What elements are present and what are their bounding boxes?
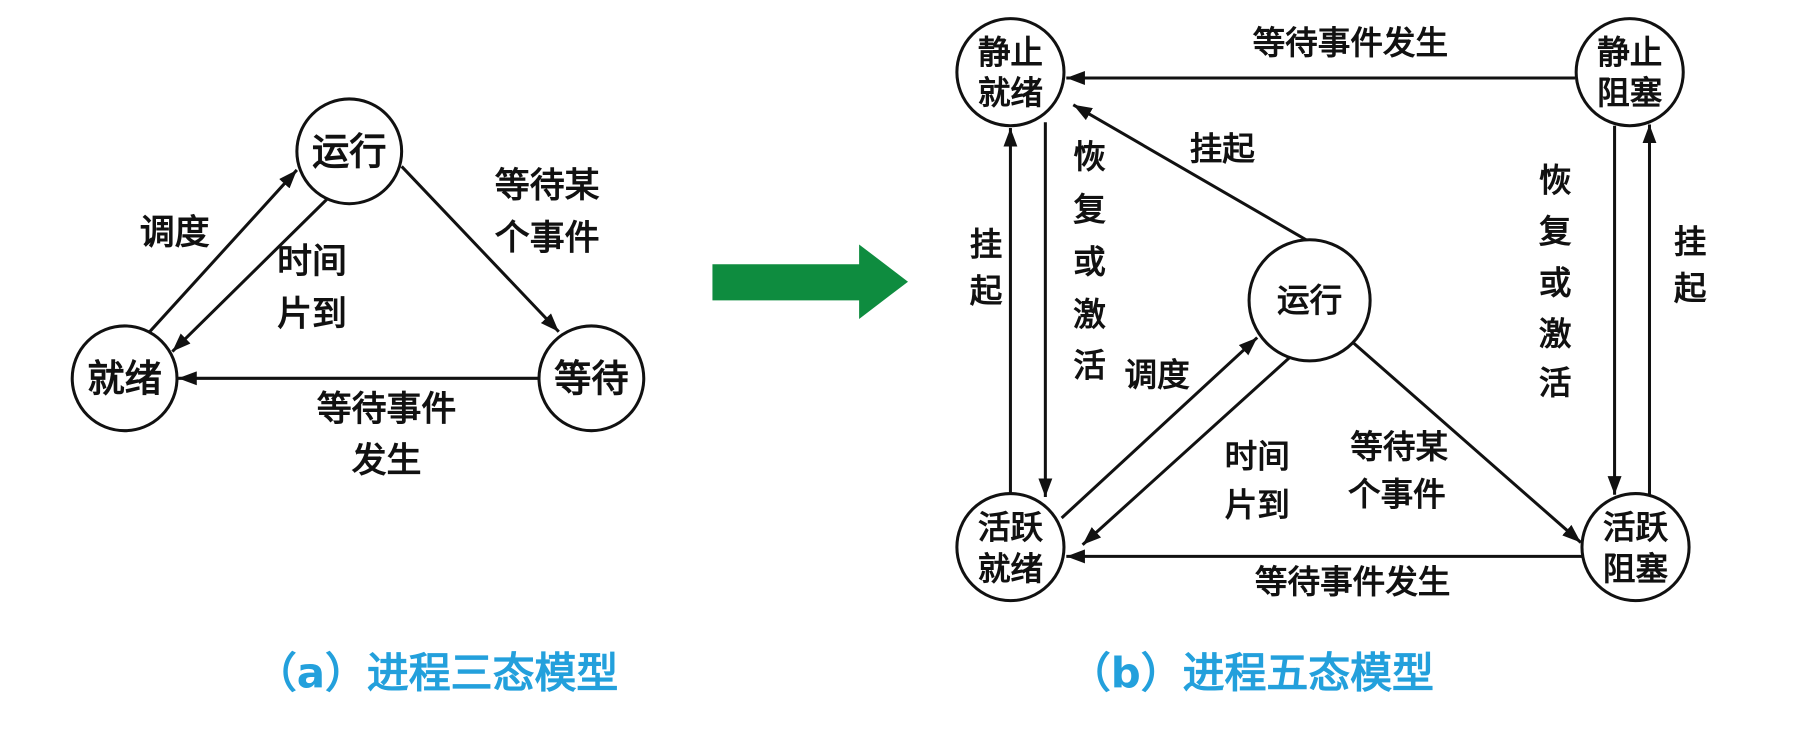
transition-event-occurred-active: 等待事件发生 [1066, 549, 1582, 601]
five-state-diagram: 等待事件发生 挂起 挂 起 恢 复 或 激 活 调度 时间 片到 [955, 17, 1707, 697]
edge-label: 起 [1674, 270, 1707, 308]
state-circle [295, 97, 404, 206]
edge-label: 等待事件 [317, 390, 457, 430]
transition-suspend-running: 挂起 [1072, 103, 1307, 242]
edge-line [1081, 356, 1291, 546]
edge-label: 或 [1539, 264, 1572, 302]
state-running: 运行 [295, 97, 404, 206]
edge-label: 个事件 [495, 219, 600, 259]
state-active-ready: 活跃 就绪 [955, 492, 1066, 603]
state-static-ready: 静止 就绪 [955, 17, 1066, 128]
state-running: 运行 [1247, 238, 1372, 363]
edge-label: 片到 [1225, 486, 1290, 524]
state-label: 运行 [1277, 281, 1342, 319]
transition-suspend-ready: 挂 起 [970, 128, 1018, 494]
transition-suspend-blocked: 挂 起 [1642, 124, 1707, 496]
transition-time-slice-expired: 时间 片到 [1081, 356, 1291, 546]
edge-label: 等待某 [1350, 428, 1448, 466]
transition-event-occurred: 等待事件 发生 [178, 371, 540, 481]
state-label: 活跃 [978, 508, 1044, 546]
edge-label: 或 [1073, 243, 1106, 281]
edge-label: 挂 [1674, 223, 1707, 261]
state-label: 活跃 [1603, 508, 1669, 546]
edge-label: 时间 [277, 242, 347, 282]
edge-label: 复 [1073, 191, 1106, 229]
edge-label: 起 [970, 272, 1003, 310]
edge-label: 发生 [352, 441, 422, 481]
edge-label: 激 [1539, 315, 1572, 353]
edge-label: 片到 [277, 294, 347, 334]
state-label: 等待 [554, 356, 628, 400]
edge-label: 调度 [140, 213, 210, 253]
transition-wait-for-event: 等待某 个事件 [1348, 341, 1582, 544]
edge-label: 挂起 [1190, 130, 1256, 168]
edge-line [143, 168, 298, 339]
right-arrow-icon [712, 244, 908, 319]
edge-label: 活 [1073, 347, 1106, 385]
state-circle [1247, 238, 1372, 363]
edge-label: 个事件 [1348, 476, 1446, 514]
state-label: 静止 [978, 33, 1043, 71]
state-waiting: 等待 [537, 324, 646, 433]
transition-dispatch: 调度 [1060, 336, 1259, 520]
edge-line [1060, 336, 1259, 520]
edge-label: 恢 [1539, 161, 1572, 199]
edge-label: 时间 [1225, 437, 1290, 475]
state-label: 就绪 [978, 74, 1043, 112]
state-circle [1574, 17, 1685, 128]
edge-line [1351, 341, 1582, 544]
state-circle [70, 324, 179, 433]
state-label: 运行 [312, 129, 386, 173]
edge-label: 调度 [1125, 356, 1191, 394]
state-ready: 就绪 [70, 324, 179, 433]
edge-label: 活 [1539, 364, 1572, 402]
state-static-blocked: 静止 阻塞 [1574, 17, 1685, 128]
edge-label: 激 [1073, 295, 1106, 333]
state-circle [537, 324, 646, 433]
caption-five-state: （b）进程五态模型 [1069, 648, 1434, 697]
transition-event-occurred-static: 等待事件发生 [1066, 24, 1575, 85]
edge-line [1072, 103, 1307, 242]
state-circle [955, 492, 1066, 603]
state-label: 静止 [1597, 33, 1662, 71]
edge-label: 等待事件发生 [1255, 563, 1450, 601]
transition-activate-blocked: 恢 复 或 激 活 [1539, 125, 1622, 495]
edge-line [171, 196, 330, 353]
state-label: 就绪 [87, 356, 161, 400]
transition-time-slice-expired: 时间 片到 [171, 196, 347, 353]
state-label: 阻塞 [1597, 74, 1663, 112]
state-circle [955, 17, 1066, 128]
three-state-diagram: 调度 时间 片到 等待某 个事件 等待事件 发生 运行 就绪 等待 [70, 97, 646, 697]
edge-line [400, 165, 560, 333]
edge-label: 复 [1539, 213, 1572, 251]
state-label: 阻塞 [1603, 550, 1669, 588]
edge-label: 挂 [970, 225, 1003, 263]
transition-activate-ready: 恢 复 或 激 活 [1038, 122, 1106, 498]
state-label: 就绪 [978, 550, 1043, 588]
transition-wait-for-event: 等待某 个事件 [400, 165, 600, 333]
edge-label: 等待某 [495, 166, 600, 206]
transition-dispatch: 调度 [140, 168, 298, 339]
state-circle [1580, 492, 1691, 603]
state-active-blocked: 活跃 阻塞 [1580, 492, 1691, 603]
caption-three-state: （a）进程三态模型 [255, 648, 618, 697]
edge-label: 等待事件发生 [1253, 24, 1448, 62]
edge-label: 恢 [1073, 138, 1106, 176]
